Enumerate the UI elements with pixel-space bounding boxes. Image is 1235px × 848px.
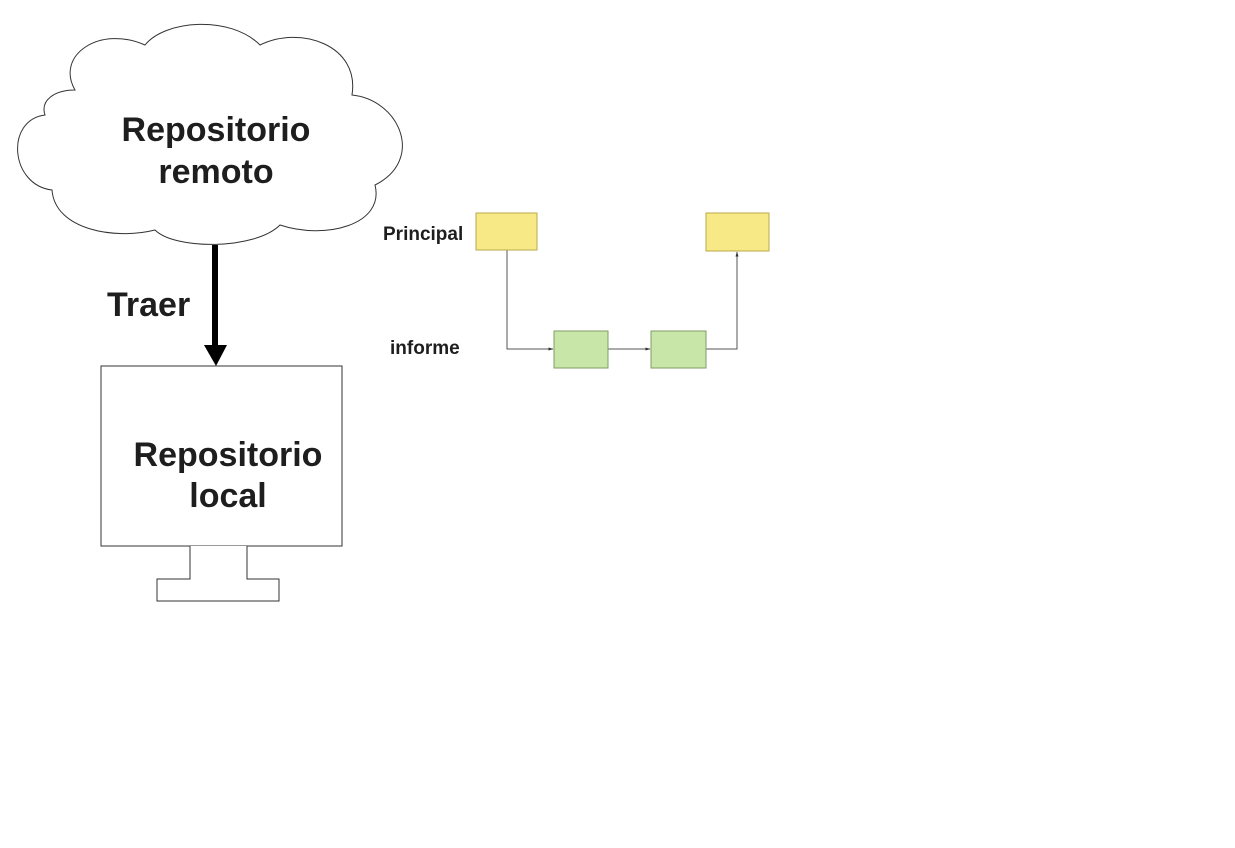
branch-label-feature: informe bbox=[390, 338, 460, 359]
cloud-shape-icon bbox=[17, 23, 403, 245]
branch-diagram: Principal informe bbox=[383, 212, 770, 369]
fetch-arrow bbox=[204, 245, 227, 366]
branch-out-connector bbox=[506, 250, 554, 351]
monitor-stand-icon bbox=[156, 546, 280, 602]
fetch-label: Traer bbox=[107, 286, 190, 324]
merge-connector bbox=[706, 251, 739, 350]
monitor-screen bbox=[100, 365, 343, 547]
fetch-arrow-shaft bbox=[212, 245, 218, 347]
feature-commit-1 bbox=[553, 330, 609, 369]
remote-repo-title-line1: Repositorio bbox=[122, 111, 311, 149]
branch-label-main: Principal bbox=[383, 224, 463, 245]
local-repo-title-line2: local bbox=[189, 477, 266, 515]
local-repository-computer: Repositorio local bbox=[100, 365, 343, 602]
feature-commit-2 bbox=[650, 330, 707, 369]
main-commit-2 bbox=[705, 212, 770, 252]
remote-repository-cloud: Repositorio remoto bbox=[17, 23, 403, 245]
remote-repo-title-line2: remoto bbox=[158, 153, 273, 191]
main-commit-1 bbox=[475, 212, 538, 251]
fetch-arrowhead-icon bbox=[204, 345, 227, 366]
local-repo-title-line1: Repositorio bbox=[134, 436, 323, 474]
